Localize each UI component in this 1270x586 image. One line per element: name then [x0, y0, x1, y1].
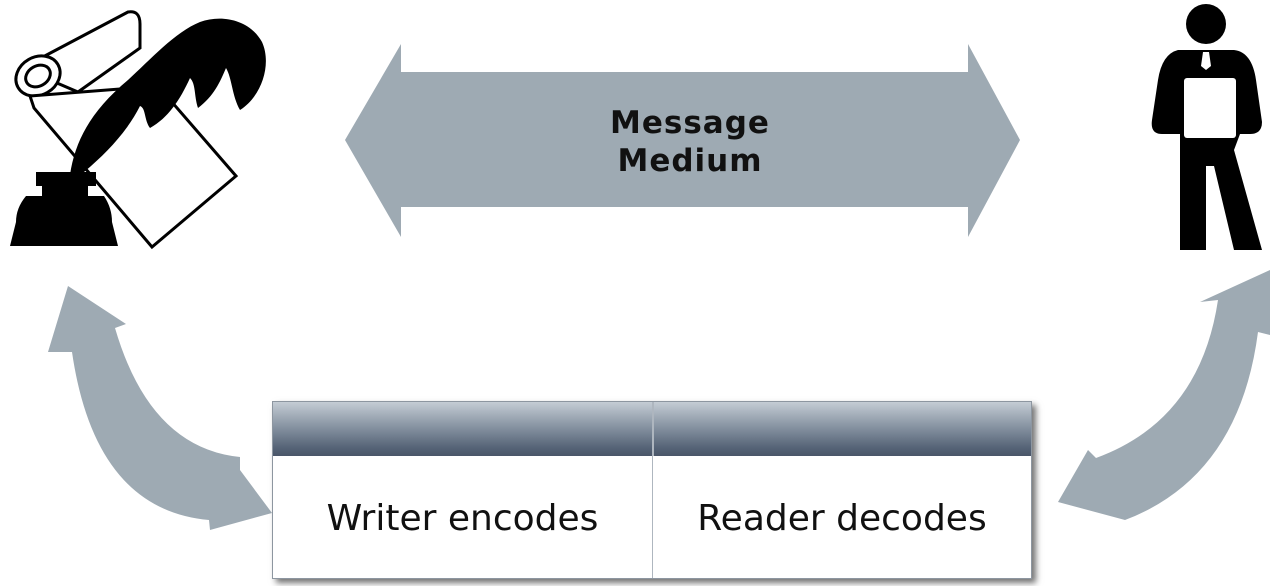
writer-icon	[10, 10, 266, 250]
tie-icon	[1201, 52, 1211, 70]
inkwell-icon	[10, 172, 118, 246]
reader-decodes-cell: Reader decodes	[697, 497, 987, 539]
message-medium-label: Message Medium	[490, 104, 890, 180]
message-label: Message	[610, 105, 770, 141]
table-header	[273, 402, 1031, 458]
quill-icon	[70, 18, 266, 176]
header-divider	[652, 402, 654, 456]
held-paper-icon	[1184, 78, 1236, 138]
reader-icon	[1151, 4, 1262, 250]
column-divider	[652, 456, 653, 578]
right-curved-arrow	[1058, 270, 1270, 520]
head-icon	[1186, 4, 1226, 44]
encode-decode-table: Writer encodes Reader decodes	[272, 401, 1032, 579]
scroll-icon	[14, 10, 142, 98]
writer-encodes-cell: Writer encodes	[326, 497, 599, 539]
medium-label: Medium	[617, 143, 763, 179]
message-medium-arrow	[345, 44, 1020, 237]
left-curved-arrow	[48, 286, 272, 530]
